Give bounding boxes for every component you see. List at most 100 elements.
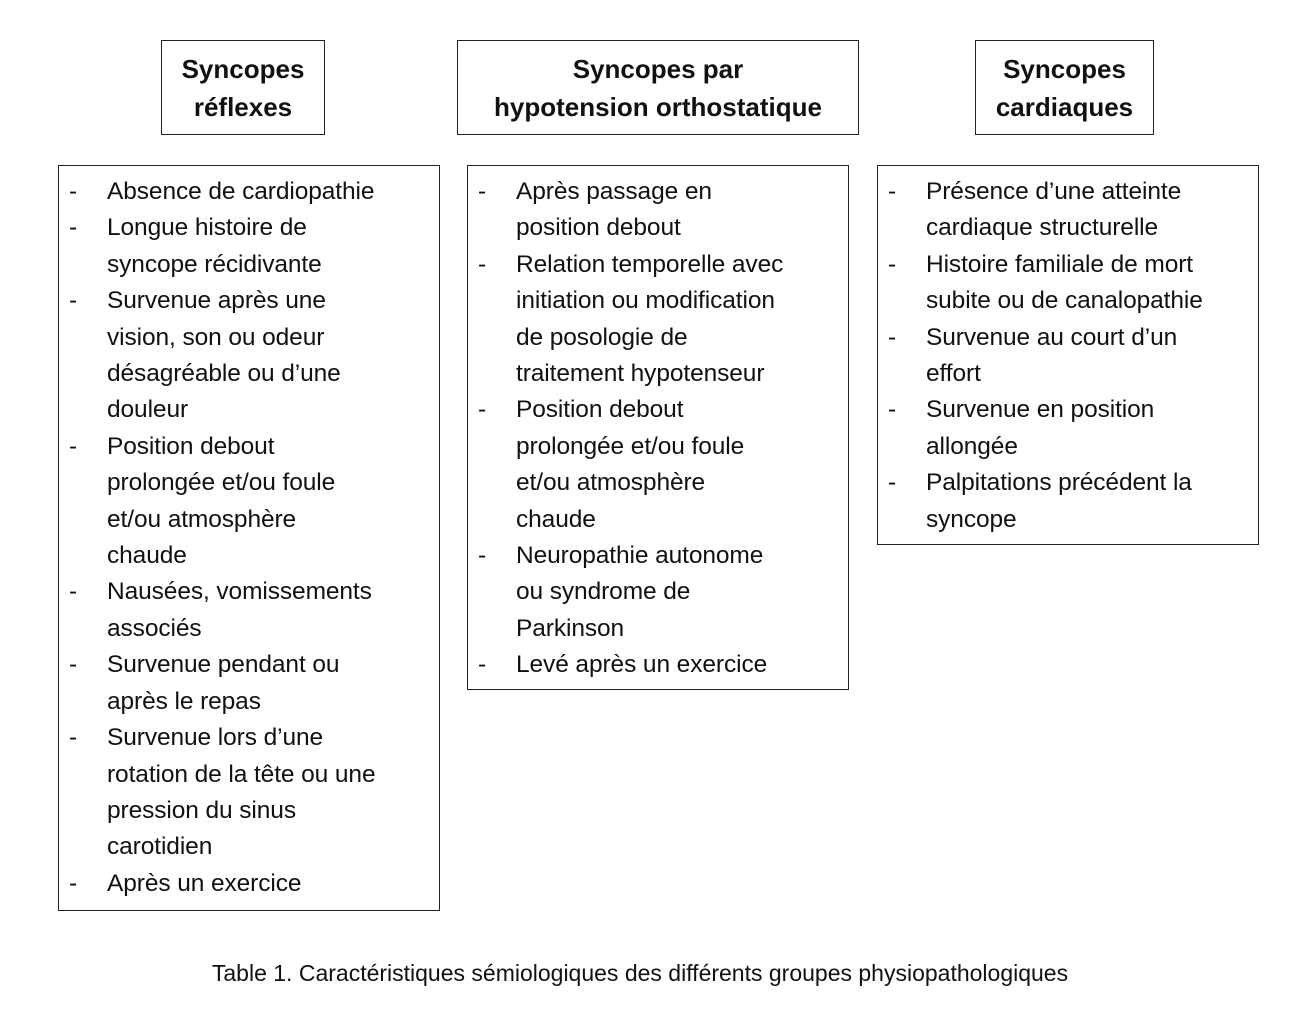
list-item-line: Relation temporelle avec (516, 250, 784, 278)
list-item-line: de posologie de (516, 323, 688, 351)
list-item-text: Survenue au court d’un effort (926, 320, 1248, 393)
list-item-line: pression du sinus (107, 796, 296, 824)
list-item-line: Parkinson (516, 614, 625, 642)
list-item-line: Position debout (516, 396, 684, 424)
list-item: - Présence d’une atteinte cardiaque struct… (878, 174, 1248, 247)
bullet-dash: - (69, 432, 78, 460)
list-item-text: Survenue en position allongée (926, 392, 1248, 465)
bullet-dash: - (69, 651, 78, 679)
list-item-line: traitement hypotenseur (516, 360, 765, 388)
list-item-line: Palpitations précédent la (926, 469, 1192, 497)
list-item-text: Histoire familiale de mort subite ou de c… (926, 247, 1248, 320)
list-item: - Survenue lors d’une rotation de la tête … (59, 720, 429, 866)
list-item-line: prolongée et/ou foule (516, 432, 745, 460)
bullet-dash: - (888, 469, 897, 497)
list-item-line: Levé après un exercice (516, 651, 768, 679)
header-syncopes-reflexes: Syncopes réflexes (161, 40, 325, 135)
list-item: - Longue histoire de syncope récidivante (59, 210, 429, 283)
list-item-line: allongée (926, 432, 1018, 460)
bullet-dash: - (69, 287, 78, 315)
list-item-text: Absence de cardiopathie (107, 174, 429, 210)
list-item-line: syncope récidivante (107, 250, 322, 278)
list-item-line: Histoire familiale de mort (926, 250, 1193, 278)
list-item-line: subite ou de canalopathie (926, 287, 1203, 315)
list-item-text: Nausées, vomissements associés (107, 574, 429, 647)
list-item-text: Relation temporelle avec initiation ou mo… (516, 247, 838, 393)
list-item-line: effort (926, 360, 981, 388)
list-item: - Position debout prolongée et/ou foule et/… (59, 429, 429, 575)
list-item: -Absence de cardiopathie (59, 174, 429, 210)
bullet-dash: - (69, 578, 78, 606)
bullet-dash: - (69, 214, 78, 242)
list-item-text: Neuropathie autonome ou syndrome de Parkin… (516, 538, 838, 647)
list-item-line: prolongée et/ou foule (107, 469, 336, 497)
list-item-line: et/ou atmosphère (516, 469, 706, 497)
list-item-line: ou syndrome de (516, 578, 691, 606)
list-item: - Après un exercice (59, 866, 429, 902)
list-item: - Levé après un exercice (468, 647, 838, 683)
criteria-list: - Présence d’une atteinte cardiaque struct… (878, 174, 1248, 538)
list-item: - Survenue au court d’un effort (878, 320, 1248, 393)
list-item-line: Survenue en position (926, 396, 1155, 424)
list-item-line: Survenue après une (107, 287, 326, 315)
bullet-dash: - (478, 651, 487, 679)
list-item-text: Présence d’une atteinte cardiaque structu… (926, 174, 1248, 247)
list-item: - Neuropathie autonome ou syndrome de Parki… (468, 538, 838, 647)
list-item-line: Absence de cardiopathie (107, 178, 375, 205)
table-caption: Table 1. Caractéristiques sémiologiques … (211, 960, 1069, 986)
bullet-dash: - (478, 396, 487, 424)
bullet-dash: - (888, 178, 897, 205)
list-item-text: Position debout prolongée et/ou foule et/o… (516, 392, 838, 538)
criteria-list: -Absence de cardiopathie-Longue histoire… (59, 174, 429, 902)
list-item-line: Survenue pendant ou (107, 651, 340, 679)
list-item-line: Nausées, vomissements (107, 578, 372, 606)
list-box-syncopes-cardiaques: - Présence d’une atteinte cardiaque struct… (877, 165, 1259, 545)
list-item: - Survenue en position allongée (878, 392, 1248, 465)
list-item-line: Neuropathie autonome (516, 542, 764, 570)
bullet-dash: - (888, 323, 897, 351)
bullet-dash: - (888, 396, 897, 424)
list-item-line: Survenue au court d’un (926, 323, 1178, 351)
header-title: Syncopes cardiaques (995, 53, 1134, 122)
list-item-line: Position debout (107, 432, 275, 460)
list-item-line: douleur (107, 396, 189, 424)
list-item-text: Après un exercice (107, 866, 429, 902)
list-item-line: Après un exercice (107, 869, 302, 897)
list-item-line: associés (107, 614, 202, 642)
list-item-line: vision, son ou odeur (107, 323, 325, 351)
list-item: - Position debout prolongée et/ou foule et/… (468, 392, 838, 538)
list-item-line: Présence d’une atteinte (926, 178, 1182, 205)
list-item-line: après le repas (107, 687, 261, 715)
list-item: - Survenue pendant ou après le repas (59, 647, 429, 720)
bullet-dash: - (478, 250, 487, 278)
bullet-dash: - (478, 542, 487, 570)
list-item-line: carotidien (107, 833, 213, 861)
bullet-dash: - (69, 724, 78, 752)
list-item-text: Position debout prolongée et/ou foule et/o… (107, 429, 429, 575)
list-item-text: Survenue lors d’une rotation de la tête o… (107, 720, 429, 866)
list-item-line: Survenue lors d’une (107, 724, 324, 752)
list-item: - Survenue après une vision, son ou odeur d… (59, 283, 429, 429)
list-item-line: chaude (107, 542, 187, 570)
list-item: - Relation temporelle avec initiation ou m… (468, 247, 838, 393)
list-item-line: initiation ou modification (516, 287, 775, 315)
list-item-line: Longue histoire de (107, 214, 307, 242)
list-item-line: rotation de la tête ou une (107, 760, 376, 788)
bullet-dash: - (69, 869, 78, 897)
list-box-syncopes-reflexes: -Absence de cardiopathie-Longue histoire… (58, 165, 440, 911)
list-item-line: cardiaque structurelle (926, 214, 1159, 242)
list-item-line: Après passage en (516, 178, 712, 205)
list-item: - Nausées, vomissements associés (59, 574, 429, 647)
header-syncopes-cardiaques: Syncopes cardiaques (975, 40, 1154, 135)
header-title: Syncopes par hypotension orthostatique (494, 53, 822, 122)
list-item-text: Levé après un exercice (516, 647, 838, 683)
list-item-line: et/ou atmosphère (107, 505, 297, 533)
list-item-line: chaude (516, 505, 596, 533)
